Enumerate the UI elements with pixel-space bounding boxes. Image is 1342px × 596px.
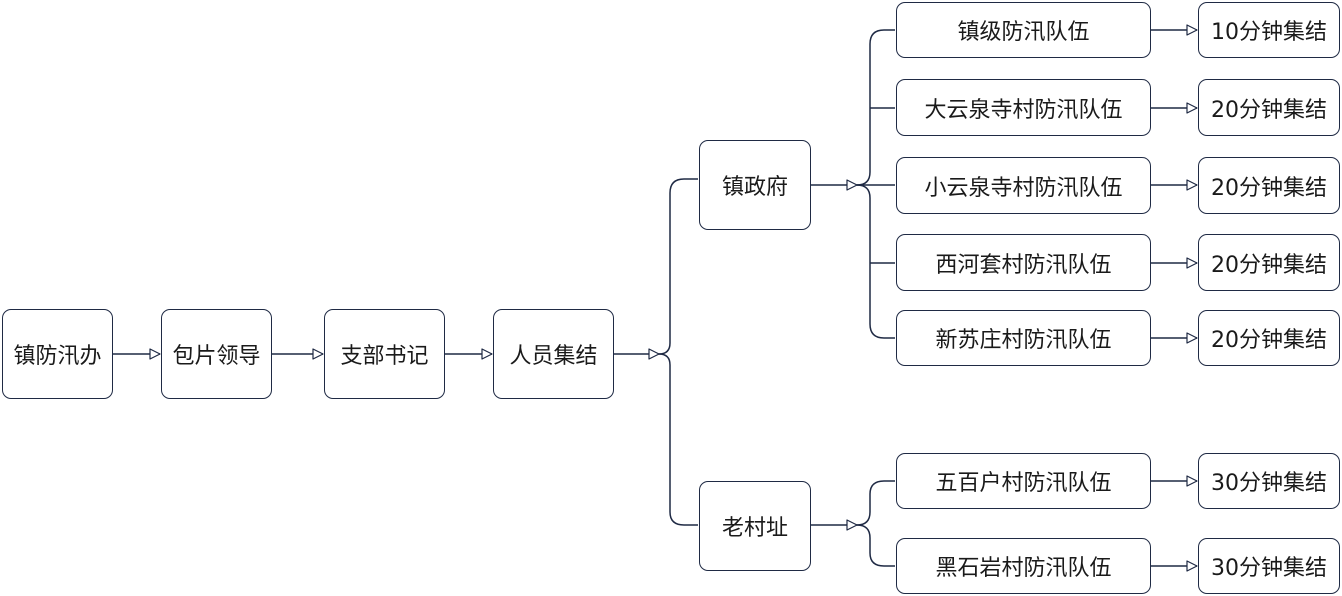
node-label: 镇防汛办: [13, 344, 102, 369]
assembly-time-label: 30分钟集结: [1211, 556, 1327, 581]
node-flood-control-office: 镇防汛办: [2, 309, 113, 399]
team-label: 西河套村防汛队伍: [935, 252, 1112, 278]
assembly-time-label: 20分钟集结: [1211, 252, 1327, 278]
edge-assembly-to-old-village-site: [658, 353, 698, 526]
team-label: 小云泉寺村防汛队伍: [924, 175, 1123, 201]
node-label: 人员集结: [509, 344, 598, 369]
edge-to-team-1: [856, 29, 895, 186]
node-assembly-time: 20分钟集结: [1198, 157, 1340, 214]
node-team-wubaihu: 五百户村防汛队伍: [896, 453, 1151, 509]
node-personnel-assembly: 人员集结: [493, 309, 614, 399]
team-label: 五百户村防汛队伍: [935, 471, 1112, 496]
node-label: 镇政府: [721, 175, 788, 200]
node-label: 老村址: [721, 516, 788, 541]
assembly-time-label: 10分钟集结: [1211, 20, 1327, 45]
node-assembly-time: 20分钟集结: [1198, 234, 1340, 291]
node-label: 包片领导: [172, 344, 261, 369]
node-area-leader: 包片领导: [161, 309, 272, 399]
node-town-government: 镇政府: [699, 140, 811, 230]
assembly-time-label: 30分钟集结: [1211, 471, 1327, 496]
team-label: 镇级防汛队伍: [957, 20, 1090, 45]
node-old-village-site: 老村址: [699, 481, 811, 571]
edge-to-team-5: [856, 184, 895, 339]
node-branch-secretary: 支部书记: [324, 309, 445, 399]
team-label: 大云泉寺村防汛队伍: [924, 97, 1123, 123]
assembly-time-label: 20分钟集结: [1211, 175, 1327, 201]
node-team-dayunquansi: 大云泉寺村防汛队伍: [896, 79, 1151, 136]
team-label: 新苏庄村防汛队伍: [935, 328, 1112, 353]
node-assembly-time: 30分钟集结: [1198, 538, 1340, 594]
edge-assembly-to-town-government: [658, 178, 698, 355]
node-team-xinsuzhuang: 新苏庄村防汛队伍: [896, 310, 1151, 366]
node-label: 支部书记: [340, 344, 429, 369]
node-team-town-level: 镇级防汛队伍: [896, 2, 1151, 58]
edge-to-team-6: [856, 480, 895, 526]
node-assembly-time: 20分钟集结: [1198, 79, 1340, 136]
assembly-time-label: 20分钟集结: [1211, 328, 1327, 353]
node-assembly-time: 20分钟集结: [1198, 310, 1340, 366]
node-assembly-time: 30分钟集结: [1198, 453, 1340, 509]
assembly-time-label: 20分钟集结: [1211, 97, 1327, 123]
node-team-heishiyan: 黑石岩村防汛队伍: [896, 538, 1151, 594]
node-assembly-time: 10分钟集结: [1198, 2, 1340, 58]
node-team-xihetao: 西河套村防汛队伍: [896, 234, 1151, 291]
team-label: 黑石岩村防汛队伍: [935, 556, 1112, 581]
node-team-xiaoyunquansi: 小云泉寺村防汛队伍: [896, 157, 1151, 214]
edge-to-team-7: [856, 524, 895, 567]
